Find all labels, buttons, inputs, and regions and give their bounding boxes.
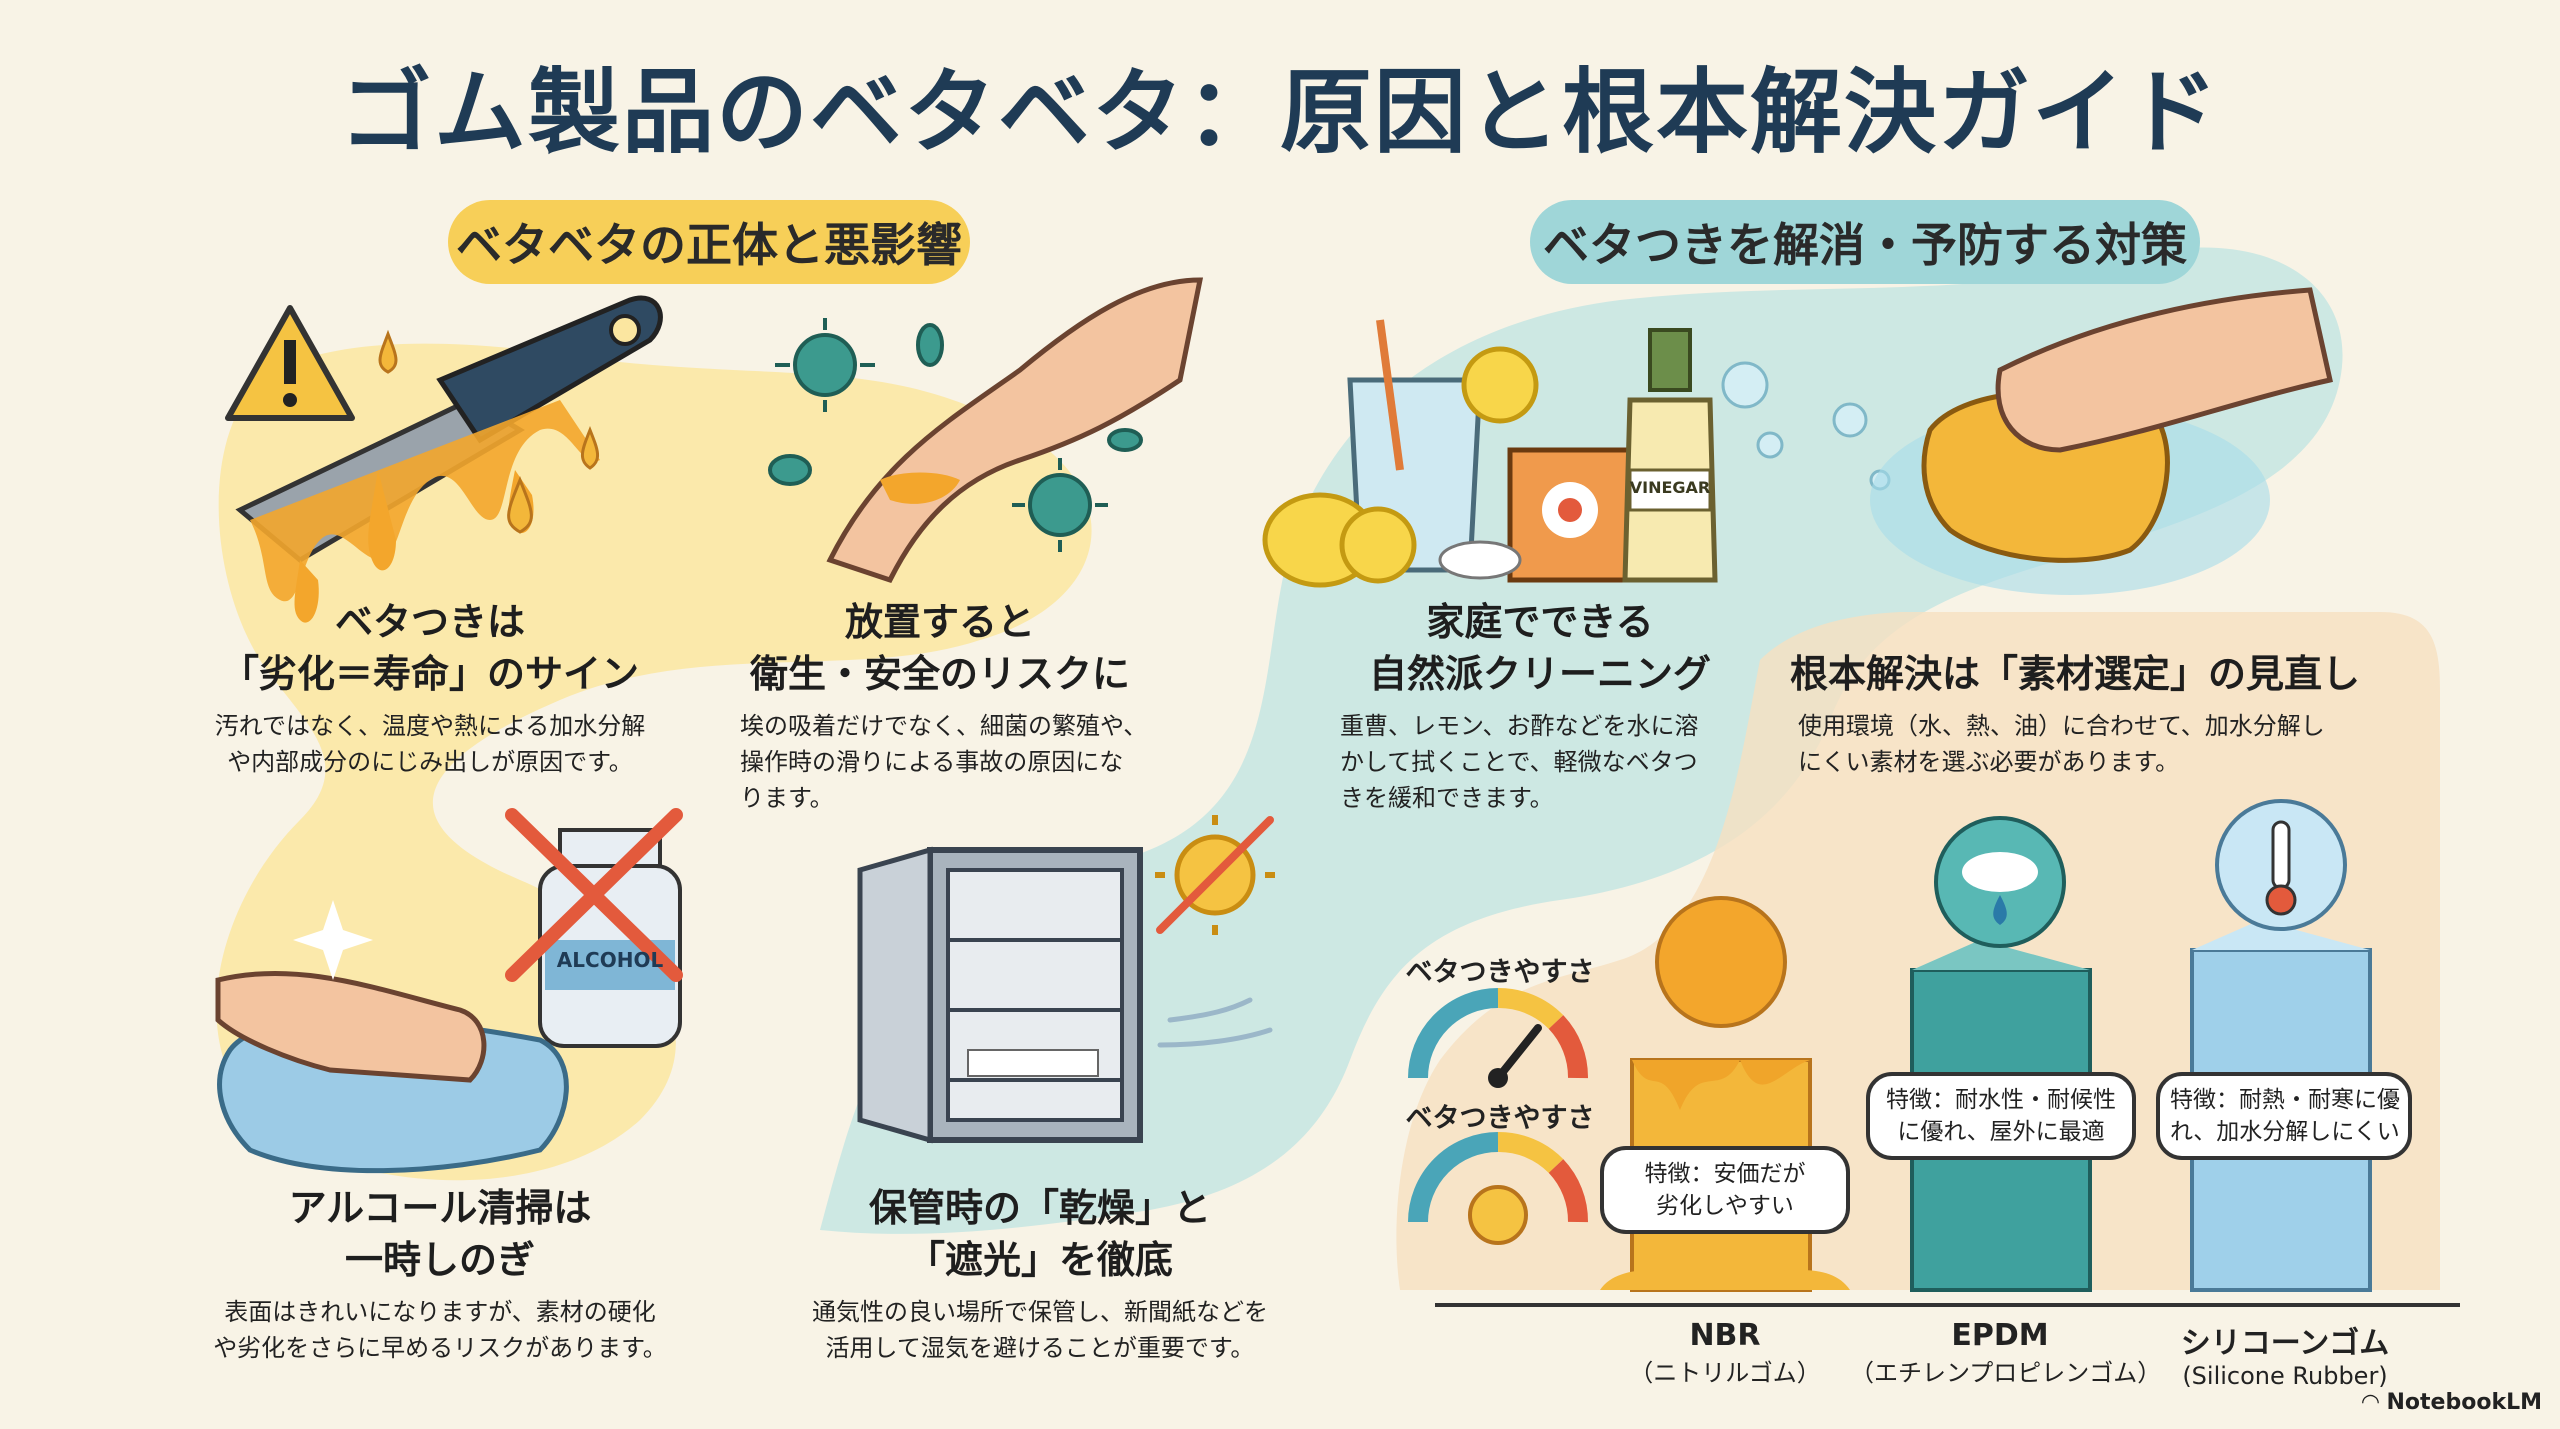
- epdm-feature-2: に優れ、屋外に最適: [1897, 1119, 2105, 1145]
- card-degradation: ベタつきは 「劣化＝寿命」のサイン 汚れではなく、温度や熱による加水分解 や内部…: [150, 596, 710, 780]
- nbr-label: NBR （ニトリルゴム）: [1600, 1318, 1850, 1388]
- card-risk-body-1: 埃の吸着だけでなく、細菌の繁殖や、: [740, 712, 1148, 740]
- natural-body-2: かして拭くことで、軽微なベタつ: [1340, 748, 1698, 776]
- material-body-1: 使用環境（水、熱、油）に合わせて、加水分解し: [1798, 712, 2325, 740]
- material-heading: 根本解決は「素材選定」の見直し: [1790, 652, 2361, 696]
- baking-soda-box-icon: [1438, 447, 1633, 583]
- silicone-feature-2: れ、加水分解しにくい: [2170, 1119, 2400, 1145]
- card-alcohol-body-1: 表面はきれいになりますが、素材の硬化: [224, 1298, 656, 1326]
- page-title: ゴム製品のベタベタ：原因と根本解決ガイド: [339, 59, 2220, 166]
- alcohol-label: ALCOHOL: [556, 948, 664, 972]
- epdm-feature-1: 特徴：耐水性・耐候性: [1886, 1087, 2116, 1113]
- natural-body-3: きを緩和できます。: [1340, 784, 1554, 812]
- card-alcohol-heading-1: アルコール清掃は: [288, 1186, 592, 1230]
- gauge-1-icon: [1408, 987, 1589, 1088]
- natural-body-1: 重曹、レモン、お酢などを水に溶: [1340, 712, 1699, 740]
- sun-crossed-icon: [1155, 815, 1275, 935]
- card-alcohol-body-2: や劣化をさらに早めるリスクがあります。: [213, 1334, 667, 1362]
- card-alcohol: アルコール清掃は 一時しのぎ 表面はきれいになりますが、素材の硬化 や劣化をさら…: [170, 1182, 710, 1366]
- material-body-2: にくい素材を選ぶ必要があります。: [1798, 748, 2180, 776]
- card-material-selection: 根本解決は「素材選定」の見直し 使用環境（水、熱、油）に合わせて、加水分解し に…: [1790, 648, 2410, 780]
- left-section-badge: ベタベタの正体と悪影響: [448, 200, 970, 284]
- cloth-hand-icon: [215, 970, 569, 1174]
- epdm-column-icon: [1910, 816, 2092, 1292]
- natural-heading-1: 家庭でできる: [1426, 600, 1654, 644]
- natural-heading-2: 自然派クリーニング: [1368, 652, 1711, 696]
- card-storage-heading-2: 「遮光」を徹底: [906, 1238, 1173, 1282]
- card-risk-heading-1: 放置すると: [844, 600, 1035, 644]
- bacteria-icon: [768, 318, 1143, 552]
- silicone-feature-1: 特徴：耐熱・耐寒に優: [2170, 1087, 2400, 1113]
- silicone-label: シリコーンゴム (Silicone Rubber): [2160, 1318, 2410, 1390]
- vinegar-label: VINEGAR: [1629, 478, 1711, 497]
- drip-icon: [378, 329, 599, 534]
- nbr-name: NBR: [1689, 1318, 1761, 1353]
- silicone-feature-callout: 特徴：耐熱・耐寒に優 れ、加水分解しにくい: [2156, 1072, 2412, 1160]
- lemon-icon: [1262, 346, 1539, 588]
- nbr-feature-callout: 特徴：安価だが 劣化しやすい: [1600, 1146, 1850, 1234]
- card-risk: 放置すると 衛生・安全のリスクに 埃の吸着だけでなく、細菌の繁殖や、 操作時の滑…: [720, 596, 1160, 816]
- card-degradation-heading-2: 「劣化＝寿命」のサイン: [220, 652, 639, 696]
- brand-text: NotebookLM: [2386, 1390, 2542, 1415]
- card-storage-body-1: 通気性の良い場所で保管し、新聞紙などを: [812, 1298, 1268, 1326]
- nbr-feature-2: 劣化しやすい: [1656, 1193, 1794, 1219]
- card-risk-body-2: 操作時の滑りによる事故の原因にな: [740, 748, 1124, 776]
- right-section-badge: ベタつきを解消・予防する対策: [1530, 200, 2200, 284]
- card-storage-heading-1: 保管時の「乾燥」と: [868, 1186, 1211, 1230]
- gauge-1-label: ベタつきやすさ: [1405, 957, 1595, 988]
- nbr-sub: （ニトリルゴム）: [1629, 1359, 1821, 1387]
- notebooklm-brand: ◠ NotebookLM: [2362, 1390, 2542, 1415]
- silicone-sub: (Silicone Rubber): [2182, 1362, 2388, 1390]
- epdm-sub: （エチレンプロピレンゴム）: [1850, 1359, 2162, 1387]
- card-degradation-heading-1: ベタつきは: [334, 600, 525, 644]
- sticky-handle-icon: [235, 295, 663, 623]
- cabinet-icon: [857, 846, 1143, 1144]
- sparkle-icon: [293, 900, 373, 980]
- gauge-2-label: ベタつきやすさ: [1405, 1103, 1595, 1134]
- epdm-name: EPDM: [1951, 1318, 2049, 1353]
- card-risk-body-3: ります。: [740, 784, 834, 812]
- silicone-name: シリコーンゴム: [2180, 1326, 2390, 1361]
- notebooklm-logo-icon: ◠: [2361, 1390, 2387, 1415]
- epdm-feature-callout: 特徴：耐水性・耐候性 に優れ、屋外に最適: [1866, 1072, 2136, 1160]
- card-storage: 保管時の「乾燥」と 「遮光」を徹底 通気性の良い場所で保管し、新聞紙などを 活用…: [780, 1182, 1300, 1366]
- card-risk-heading-2: 衛生・安全のリスクに: [749, 652, 1130, 696]
- silicone-column-icon: [2190, 799, 2372, 1292]
- nbr-feature-1: 特徴：安価だが: [1644, 1161, 1806, 1187]
- card-natural-cleaning: 家庭でできる 自然派クリーニング 重曹、レモン、お酢などを水に溶 かして拭くこと…: [1300, 596, 1780, 816]
- warning-icon: [225, 305, 355, 421]
- wind-icon: [1157, 997, 1273, 1048]
- cross-icon: [505, 808, 683, 982]
- gauge-2-icon: [1408, 1131, 1589, 1245]
- vinegar-bottle-icon: [1622, 328, 1718, 583]
- card-degradation-body-2: や内部成分のにじみ出しが原因です。: [227, 748, 633, 776]
- finger-hand-icon: [826, 277, 1204, 584]
- epdm-label: EPDM （エチレンプロピレンゴム）: [1850, 1318, 2162, 1388]
- card-storage-body-2: 活用して湿気を避けることが重要です。: [825, 1334, 1255, 1362]
- card-alcohol-heading-2: 一時しのぎ: [344, 1238, 535, 1282]
- sponge-hand-icon: [1870, 287, 2333, 595]
- card-degradation-body-1: 汚れではなく、温度や熱による加水分解: [214, 712, 646, 740]
